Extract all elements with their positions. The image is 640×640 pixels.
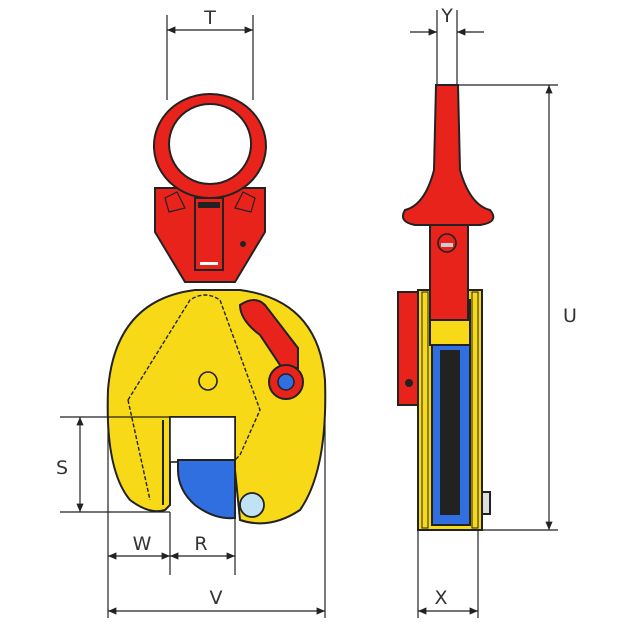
side-view — [397, 84, 495, 531]
cam-lever — [238, 299, 299, 369]
side-eye-fin — [402, 84, 495, 226]
dimension-lines — [60, 10, 558, 618]
label-T: T — [203, 7, 216, 29]
label-U: U — [563, 305, 577, 327]
dimension-labels: T Y U S W R V X — [56, 5, 577, 609]
front-view — [106, 93, 327, 525]
label-R: R — [194, 533, 207, 555]
label-V: V — [210, 587, 223, 609]
shackle-link — [194, 197, 224, 271]
label-W: W — [133, 533, 152, 555]
jaw-pad — [177, 459, 236, 520]
label-S: S — [56, 457, 68, 479]
side-plate — [397, 291, 419, 406]
lifting-eye — [152, 93, 267, 199]
label-X: X — [434, 587, 447, 609]
label-Y: Y — [440, 5, 453, 27]
